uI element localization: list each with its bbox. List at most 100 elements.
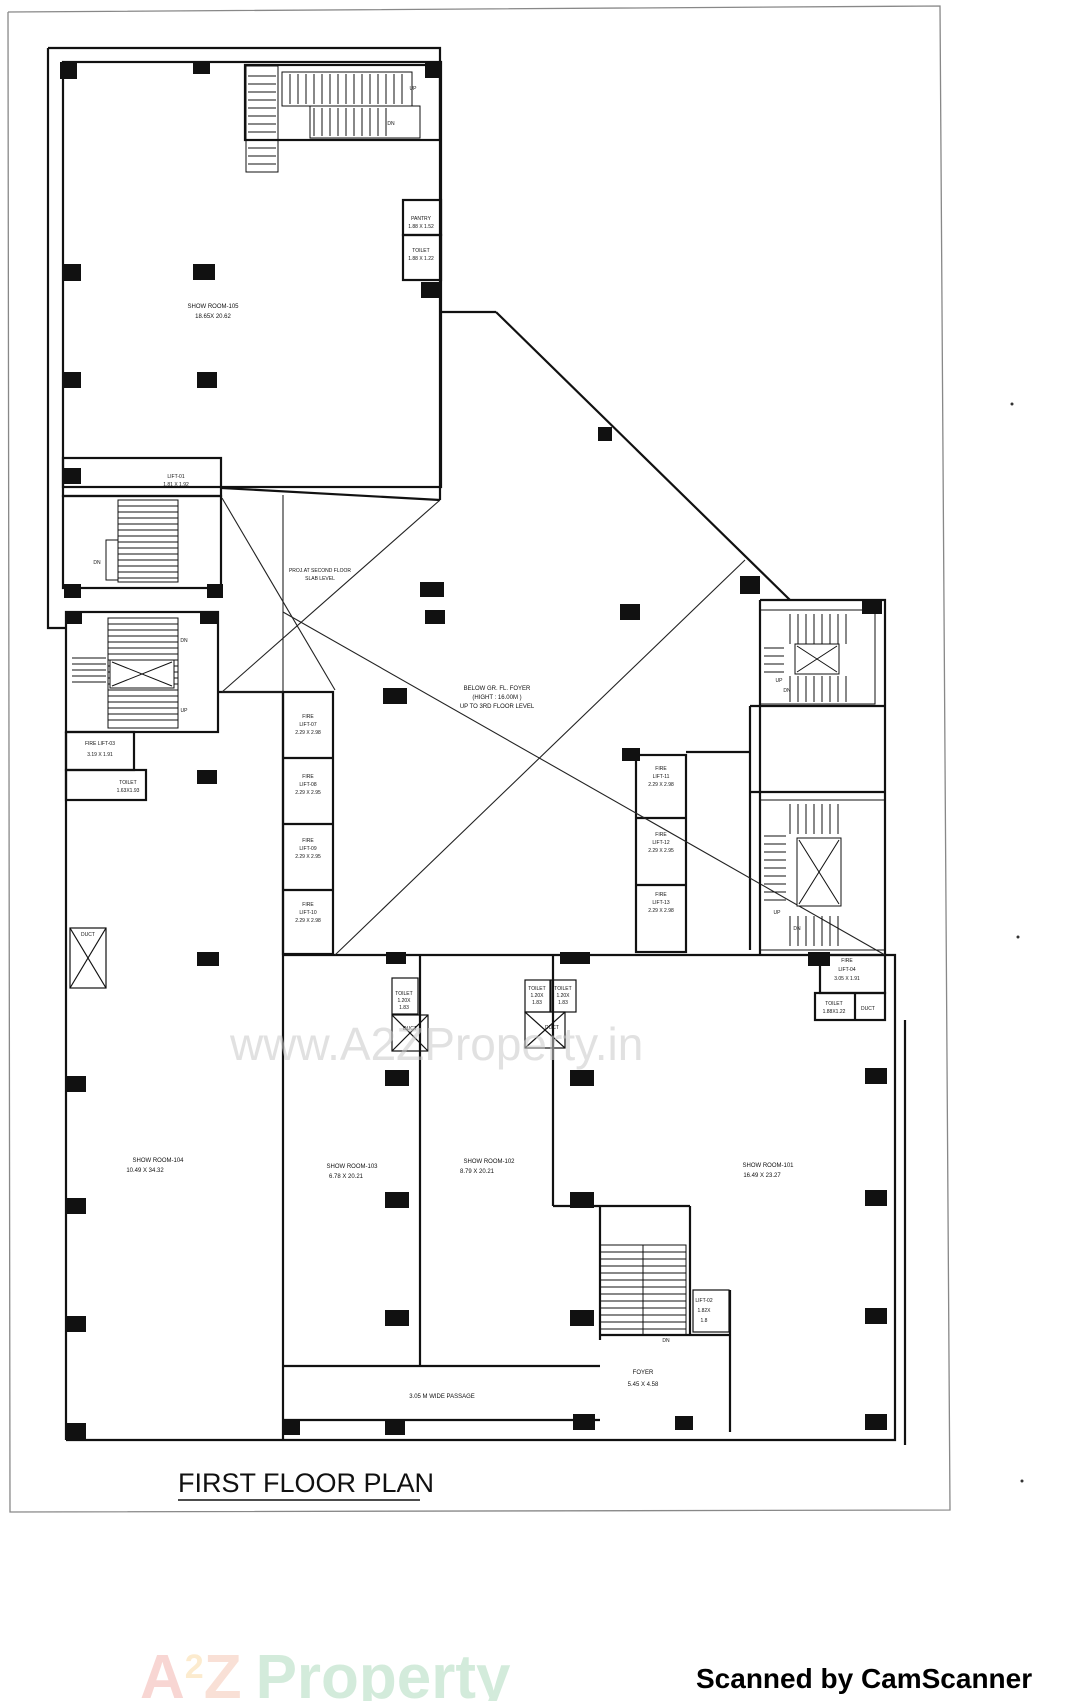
sr103-name: SHOW ROOM-103 [326,1164,378,1170]
drawing-frame [7,5,951,1513]
toilet-left-name: TOILET [119,780,136,786]
stair-upper-left [105,499,179,583]
toilet-right-name: TOILET [825,1001,842,1007]
toilet-103-size-a: 1.20X [397,998,411,1004]
room-labels: SHOW ROOM-105 18.65X 20.62 PANTRY 1.88 X… [81,86,875,1400]
foyer-size: 5.45 X 4.58 [628,1382,659,1388]
lift13-name: LIFT-13 [652,900,669,906]
stair-rl-dn: DN [793,926,801,932]
lift10-size: 2.29 X 2.98 [295,918,321,924]
stair-ru-dn: DN [783,688,791,694]
toilet-103-size-b: 1.83 [399,1005,409,1011]
toilet-left-size: 1.63X1.93 [117,788,140,794]
pantry-size: 1.88 X 1.52 [408,224,434,230]
brand-letter-a: A [140,1643,185,1701]
sr104-name: SHOW ROOM-104 [132,1158,184,1164]
stair-top-up: UP [410,86,418,92]
pantry-name: PANTRY [411,216,431,222]
lift09-size: 2.29 X 2.95 [295,854,321,860]
stair-ul-dn: DN [93,560,101,566]
lift13-fire: FIRE [655,892,667,898]
lift12-name: LIFT-12 [652,840,669,846]
lift09-name: LIFT-09 [299,846,316,852]
lift02-size-b: 1.8 [701,1318,708,1324]
toilet-102-size-b: 1.83 [532,1000,542,1006]
toilet-102-name: TOILET [528,986,545,992]
sr101-size: 16.49 X 23.27 [743,1173,781,1179]
passage-label: 3.05 M WIDE PASSAGE [409,1394,475,1400]
lift13-size: 2.29 X 2.98 [648,908,674,914]
foyer-main-3: UP TO 3RD FLOOR LEVEL [460,704,535,710]
stair-bottom-center [599,1244,687,1336]
lift04-fire: FIRE [841,958,853,964]
sr101-name: SHOW ROOM-101 [742,1163,794,1169]
lift08-size: 2.29 X 2.95 [295,790,321,796]
stair-right-lower [759,799,886,951]
lift11-fire: FIRE [655,766,667,772]
toilet-top-size: 1.88 X 1.22 [408,256,434,262]
toilet-102-size-a: 1.20X [530,993,544,999]
lift01-size: 1.81 X 1.92 [163,482,189,488]
svg-text:A2ZProperty: A2ZProperty [140,1643,511,1701]
lift10-fire: FIRE [302,902,314,908]
structural-columns [60,62,887,1439]
duct-left: DUCT [81,932,95,938]
lift07-size: 2.29 X 2.98 [295,730,321,736]
drawing-title: FIRST FLOOR PLAN [178,1468,434,1498]
lift04-name: LIFT-04 [838,967,855,973]
stair-lm-dn: DN [180,638,188,644]
lift08-name: LIFT-08 [299,782,316,788]
site-watermark: www.A2ZProperty.in [229,1018,643,1070]
scan-specks [1010,402,1024,1483]
lift10-name: LIFT-10 [299,910,316,916]
stair-rl-up: UP [774,910,782,916]
firelift03-name: FIRE LIFT-03 [85,741,115,747]
stair-left-mid [72,617,179,729]
toilet-top-name: TOILET [412,248,429,254]
duct-102: DUCT [545,1025,559,1031]
brand-word: Property [256,1643,511,1701]
toilet-101-name: TOILET [554,986,571,992]
stair-lm-up: UP [181,708,189,714]
sr105-name: SHOW ROOM-105 [187,304,239,310]
lift12-size: 2.29 X 2.95 [648,848,674,854]
lift04-size: 3.05 X 1.91 [834,976,860,982]
sr104-size: 10.49 X 34.32 [126,1168,164,1174]
sr103-size: 6.78 X 20.21 [329,1174,364,1180]
duct-103: DUCT [403,1026,417,1032]
lift12-fire: FIRE [655,832,667,838]
firelift03-size: 3.19 X 1.91 [87,752,113,758]
foyer-main-1: BELOW GR. FL. FOYER [464,686,531,692]
brand-letter-z: Z [204,1643,242,1701]
lift01-name: LIFT-01 [167,474,184,480]
lift11-size: 2.29 X 2.98 [648,782,674,788]
void-note-2: SLAB LEVEL [305,576,335,582]
foyer-name: FOYER [633,1370,654,1376]
brand-letter-2: 2 [185,1648,204,1686]
drawing-title-block: FIRST FLOOR PLAN [178,1468,434,1501]
stair-top-treads [248,74,403,165]
lift09-fire: FIRE [302,838,314,844]
lift02-size-a: 1.82X [697,1308,711,1314]
toilet-101-size-b: 1.83 [558,1000,568,1006]
duct-shafts [69,927,730,1333]
toilet-right-size: 1.88X1.22 [823,1009,846,1015]
stair-top-dn: DN [387,121,395,127]
stair-top [245,65,421,173]
toilet-103-name: TOILET [395,991,412,997]
toilet-101-size-a: 1.20X [556,993,570,999]
void-diagonals [221,495,886,956]
sr102-size: 8.79 X 20.21 [460,1169,495,1175]
foyer-main-2: (HIGHT : 16.00M ) [472,695,521,701]
lift07-name: LIFT-07 [299,722,316,728]
void-note-1: PROJ.AT SECOND FLOOR [289,568,351,574]
building-walls [46,46,907,1445]
stair-ru-up: UP [776,678,784,684]
lift07-fire: FIRE [302,714,314,720]
sr105-size: 18.65X 20.62 [195,314,231,320]
camscanner-credit: Scanned by CamScanner [696,1663,1032,1694]
duct-right: DUCT [861,1006,875,1012]
staircases [72,65,886,1336]
